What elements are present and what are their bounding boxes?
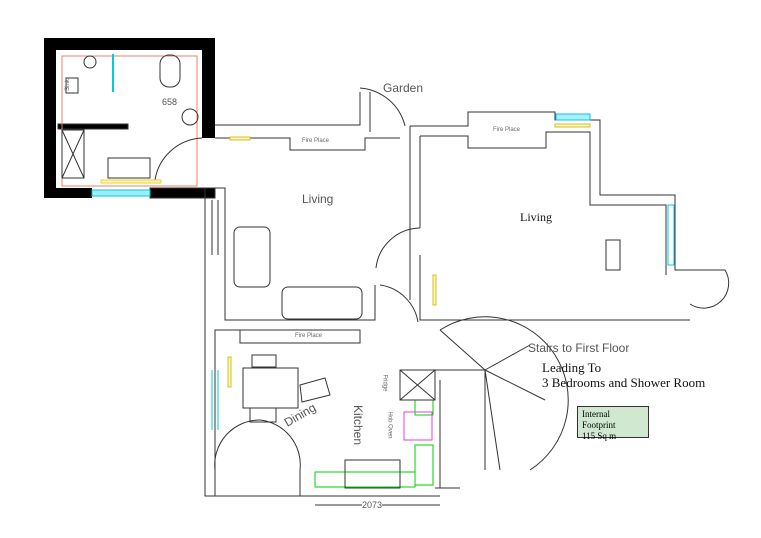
room-label-living-right: Living <box>520 210 552 224</box>
fridge-label: Fridge <box>381 374 388 392</box>
room-label-kitchen: Kitchen <box>351 404 366 446</box>
dimension-label: 2073 <box>362 500 383 510</box>
leading-to-line2: 3 Bedrooms and Shower Room <box>542 375 706 390</box>
sink-label: Sink <box>64 79 71 91</box>
radiators <box>227 123 591 388</box>
footprint-line1: Internal Footprint <box>582 409 616 430</box>
fire-place-label-1: Fire Place <box>302 138 330 144</box>
fire-place-label-2: Fire Place <box>493 127 521 133</box>
hob-oven-label: Hob Oven <box>386 411 393 439</box>
kitchen-units <box>314 369 436 489</box>
walls <box>204 87 730 506</box>
fire-place-label-3: Fire Place <box>295 333 323 339</box>
footprint-line2: 115 Sq m <box>582 431 617 441</box>
stairs-label: Stairs to First Floor <box>528 341 630 355</box>
bathroom-code: 658 <box>162 97 178 107</box>
room-label-garden: Garden <box>383 81 424 95</box>
room-label-living-left: Living <box>302 192 334 206</box>
leading-to-line1: Leading To <box>542 360 602 375</box>
footprint-box: Internal Footprint 115 Sq m <box>577 406 649 441</box>
bathroom <box>44 38 216 199</box>
furniture <box>233 226 363 423</box>
